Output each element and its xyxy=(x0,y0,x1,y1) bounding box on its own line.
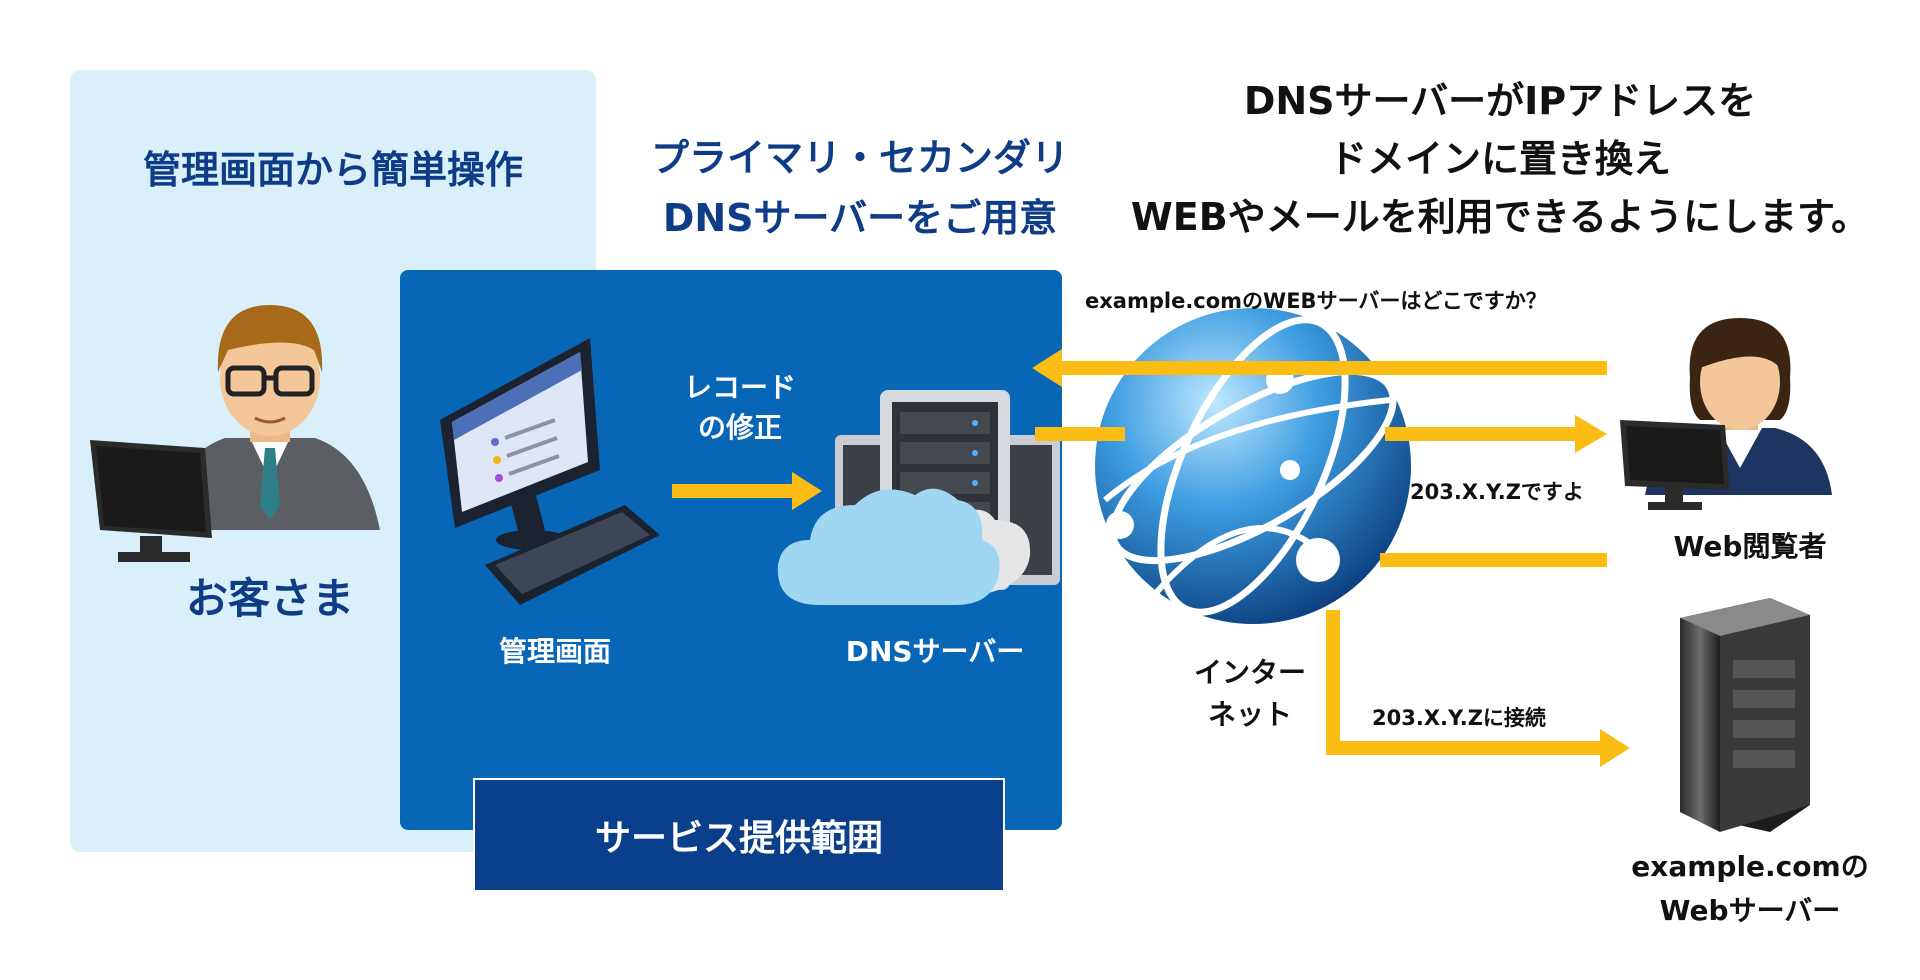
headline: DNSサーバーがIPアドレスを ドメインに置き換え WEBやメールを利用できるよ… xyxy=(1100,72,1900,246)
service-scope-box: サービス提供範囲 xyxy=(473,778,1005,892)
webserver-label: example.comの Webサーバー xyxy=(1580,845,1920,933)
headline-line1: DNSサーバーがIPアドレスを xyxy=(1243,79,1757,123)
arrow-connect-to-webserver xyxy=(1326,610,1630,767)
record-edit-label: レコード の修正 xyxy=(640,368,840,448)
arrows xyxy=(672,349,1630,767)
keyboard-icon xyxy=(485,505,660,605)
arrow-dns-to-globe xyxy=(1035,427,1125,441)
internet-label: インター ネット xyxy=(1150,652,1350,736)
web-server-rack-icon xyxy=(1680,598,1810,832)
service-scope-label: サービス提供範囲 xyxy=(594,818,883,859)
dns-server-label: DNSサーバー xyxy=(845,635,1025,668)
admin-computer-icon xyxy=(440,338,600,550)
internet-globe-icon xyxy=(1095,308,1411,624)
cloud-icon xyxy=(777,488,1031,605)
admin-screen-label: 管理画面 xyxy=(498,635,611,668)
service-heading-line2: DNSサーバーをご用意 xyxy=(662,196,1058,240)
service-heading-line1: プライマリ・セカンダリ xyxy=(650,136,1069,180)
webserver-line2: Webサーバー xyxy=(1659,894,1841,927)
customer-person-icon xyxy=(165,305,380,530)
arrow-admin-to-dns xyxy=(672,472,822,510)
query-text: example.comのWEBサーバーはどこですか？ xyxy=(1085,289,1547,313)
service-heading: プライマリ・セカンダリ DNSサーバーをご用意 xyxy=(610,128,1110,248)
customer-heading: 管理画面から簡単操作 xyxy=(142,148,523,192)
viewer-label: Web閲覧者 xyxy=(1673,530,1827,563)
headline-line3: WEBやメールを利用できるようにします。 xyxy=(1130,195,1870,239)
answer-text: 203.X.Y.Zですよ xyxy=(1410,480,1584,504)
customer-label: お客さま xyxy=(185,574,354,623)
arrow-viewer-to-globe xyxy=(1380,553,1607,567)
internet-line2: ネット xyxy=(1207,698,1292,731)
arrow-query-to-dns xyxy=(1032,349,1607,387)
viewer-monitor-icon xyxy=(1620,420,1730,510)
internet-line1: インター xyxy=(1193,656,1306,689)
record-edit-line1: レコード xyxy=(683,371,796,404)
headline-line2: ドメインに置き換え xyxy=(1328,137,1671,181)
record-edit-line2: の修正 xyxy=(697,411,782,444)
webserver-line1: example.comの xyxy=(1631,850,1869,883)
customer-monitor-icon xyxy=(90,440,212,562)
connect-text: 203.X.Y.Zに接続 xyxy=(1372,706,1546,730)
arrow-answer-to-viewer xyxy=(1385,415,1607,453)
